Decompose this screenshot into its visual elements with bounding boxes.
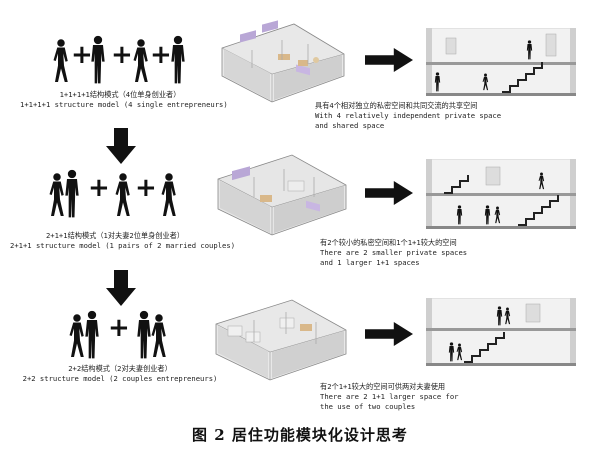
person-icon bbox=[49, 173, 64, 216]
person-icon bbox=[85, 310, 99, 359]
isometric-model-1 bbox=[221, 20, 345, 103]
description-cn: 有2个1+1较大的空间可供两对夫妻使用 bbox=[320, 382, 446, 391]
model-label-cn: 2+2结构模式（2对夫妻创业者） bbox=[68, 364, 172, 373]
row-1: + + + 1+1+1+1结构模式（4位单身创业者） 1+1+1+1 struc… bbox=[0, 0, 600, 135]
model-label-cn: 2+1+1结构模式（1对夫妻2位单身创业者） bbox=[45, 231, 185, 240]
model-label-en: 1+1+1+1 structure model (4 single entrep… bbox=[20, 100, 228, 109]
plus-sign: + bbox=[108, 313, 130, 343]
model-label-en: 2+2 structure model (2 couples entrepren… bbox=[22, 374, 218, 383]
person-icon bbox=[151, 314, 166, 357]
row-2: + + 2+1+1结构模式（1对夫妻2位单身创业者） 2+1+1 structu… bbox=[0, 135, 600, 275]
person-icon bbox=[69, 314, 84, 357]
model-label-en: 2+1+1 structure model (1 pairs of 2 marr… bbox=[10, 241, 236, 250]
person-icon bbox=[171, 35, 185, 84]
description-en-line1: With 4 relatively independent private sp… bbox=[315, 111, 502, 120]
plus-sign: + bbox=[111, 40, 133, 70]
figure-caption: 图 2 居住功能模块化设计思考 bbox=[192, 426, 408, 444]
description-en-line1: There are 2 1+1 larger space for bbox=[320, 392, 459, 401]
person-icon bbox=[161, 173, 176, 216]
people-group-2 bbox=[49, 169, 176, 218]
transition-arrow-icon bbox=[365, 48, 413, 72]
row-3: + 2+2结构模式（2对夫妻创业者） 2+2 structure model (… bbox=[0, 290, 600, 415]
plus-sign: + bbox=[88, 173, 110, 203]
section-drawing-2 bbox=[426, 159, 576, 229]
transition-arrow-icon bbox=[365, 181, 413, 205]
person-icon bbox=[133, 39, 148, 82]
plus-sign: + bbox=[71, 40, 93, 70]
person-icon bbox=[65, 169, 79, 218]
down-arrow-icon bbox=[106, 128, 136, 164]
description-en-line2: and 1 larger 1+1 spaces bbox=[320, 258, 420, 267]
plus-sign: + bbox=[150, 40, 172, 70]
description-en-line2: the use of two couples bbox=[320, 402, 416, 411]
person-icon bbox=[53, 39, 68, 82]
person-icon bbox=[115, 173, 130, 216]
person-icon bbox=[91, 35, 105, 84]
down-arrow-icon bbox=[106, 270, 136, 306]
person-icon bbox=[137, 310, 151, 359]
section-drawing-3 bbox=[426, 298, 576, 366]
isometric-model-2 bbox=[217, 154, 347, 236]
model-label-cn: 1+1+1+1结构模式（4位单身创业者） bbox=[59, 90, 181, 99]
plus-sign: + bbox=[135, 173, 157, 203]
description-cn: 有2个较小的私密空间和1个1+1较大的空间 bbox=[320, 238, 457, 247]
description-en-line2: and shared space bbox=[315, 121, 385, 130]
description-cn: 具有4个相对独立的私密空间和共同交流的共享空间 bbox=[315, 101, 478, 110]
description-en-line1: There are 2 smaller private spaces bbox=[320, 248, 468, 257]
transition-arrow-icon bbox=[365, 322, 413, 346]
section-drawing-1 bbox=[426, 28, 576, 96]
isometric-model-3 bbox=[215, 299, 347, 381]
